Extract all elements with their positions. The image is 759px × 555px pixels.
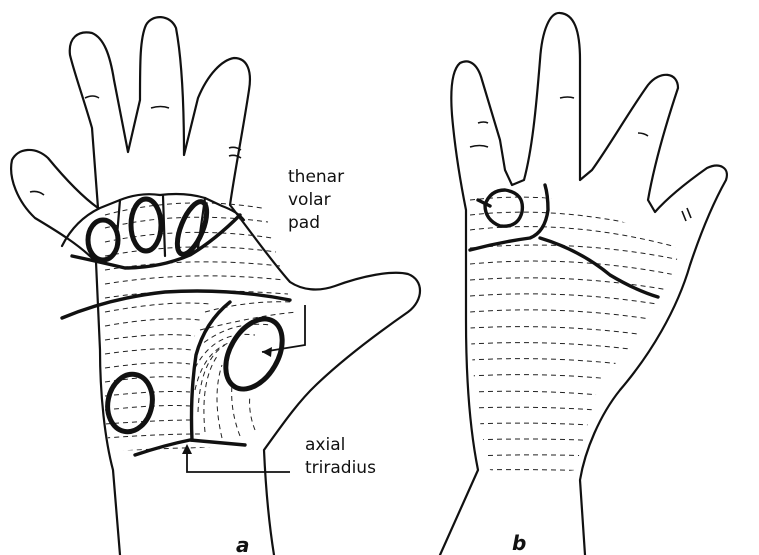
hand-b-transverse-line: [540, 238, 658, 297]
axial-label: axial: [305, 435, 345, 455]
hand-b-boundary-line: [470, 185, 548, 250]
thenar-leader-arrowhead: [262, 347, 272, 357]
hand-b-finger-crease: [560, 97, 574, 98]
hand-a-proximal-transverse-line: [62, 291, 290, 318]
hand-b-ridge-pattern: [470, 197, 690, 476]
volar-label: volar: [288, 190, 331, 210]
hand-a-interdigital-pad-ii: [88, 220, 118, 260]
thenar-label: thenar: [288, 167, 344, 187]
hand-b-outline: [440, 13, 727, 555]
hand-a-finger-crease: [85, 96, 99, 98]
hand-b-finger-crease: [682, 211, 686, 221]
hand-b-interdigital-loop: [485, 190, 522, 226]
hand-b-finger-crease: [478, 122, 488, 123]
hand-a: thenar volar pad axial triradius a: [11, 17, 420, 555]
hand-a-thenar-volar-pad: [214, 309, 294, 399]
hand-b-finger-crease: [638, 133, 648, 136]
panel-label-b: b: [512, 531, 526, 555]
hand-b: b: [440, 13, 727, 555]
hand-a-interdigital-pad-iii: [131, 199, 161, 251]
axial-triradius-arrowhead: [182, 444, 192, 454]
hand-a-hypothenar-pad: [102, 370, 157, 436]
hand-a-finger-crease: [151, 107, 169, 109]
triradius-label: triradius: [305, 458, 376, 478]
hand-a-interdigital-pad-iv: [171, 198, 212, 258]
panel-label-a: a: [236, 533, 250, 555]
pad-label: pad: [288, 213, 320, 233]
hand-b-finger-crease: [687, 208, 691, 218]
hand-a-finger-crease: [229, 155, 241, 158]
hand-a-finger-crease: [30, 191, 44, 195]
axial-triradius-leader-line: [187, 450, 290, 472]
hand-b-finger-crease: [470, 146, 488, 148]
